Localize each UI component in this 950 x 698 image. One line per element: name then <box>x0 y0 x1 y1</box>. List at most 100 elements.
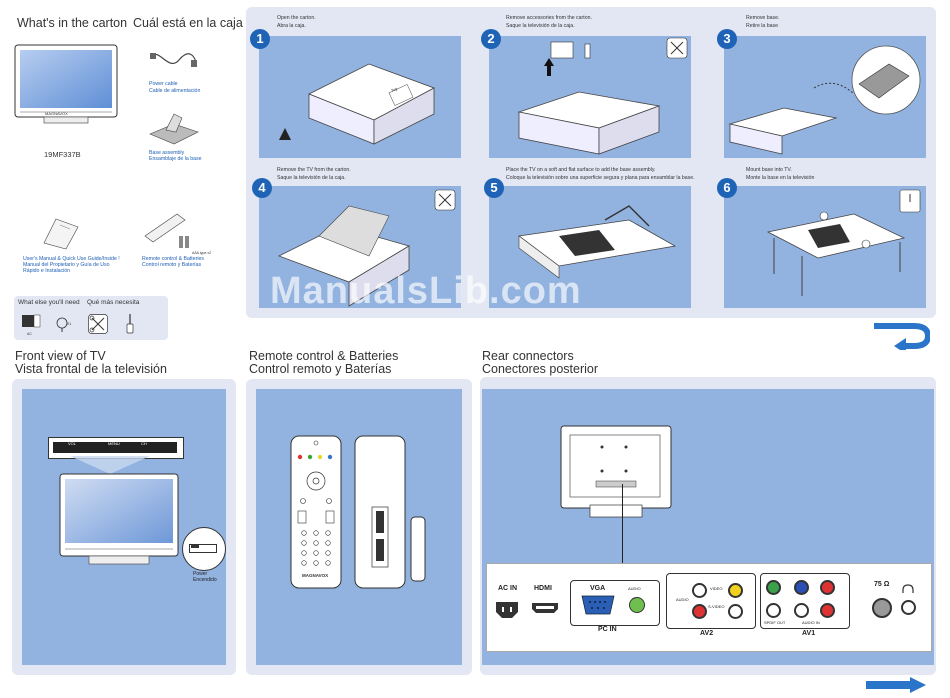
pc-audio-label: AUDIO <box>628 586 641 591</box>
front-title-es: Vista frontal de la televisión <box>15 362 167 376</box>
av2-video-label: VIDEO <box>710 586 723 591</box>
headphone-icon <box>902 584 914 594</box>
step-6-caption-es: Monte la base en la televisión <box>746 175 815 181</box>
front-ch-button[interactable]: CH <box>141 441 147 446</box>
front-title-en: Front view of TV <box>15 349 106 363</box>
step-4-caption-es: Saque la televisión de la caja. <box>277 175 346 181</box>
scissors-icon <box>88 314 108 334</box>
front-zoom-wedge <box>70 456 150 474</box>
step-1-caption-es: Abra la caja. <box>277 23 306 29</box>
power-label-es: Encendido <box>193 577 217 583</box>
remote-back-illustration <box>354 435 406 590</box>
av2-video-jack <box>728 583 743 598</box>
rear-callout-line <box>622 484 623 564</box>
need-title-es: Qué más necesita <box>87 299 140 306</box>
manual-label-en: User's Manual & Quick Use Guide/Inside ! <box>23 256 120 262</box>
step-5-image <box>489 186 691 308</box>
step-3-caption-es: Retire la base <box>746 23 779 29</box>
step-5-number: 5 <box>484 178 504 198</box>
carton-title-es: Cuál está en la caja <box>133 16 243 30</box>
av1-pb-jack <box>794 580 809 595</box>
continue-arrow-icon[interactable] <box>872 322 930 350</box>
watermark: ManualsLib.com <box>270 270 582 312</box>
next-page-arrow-icon[interactable] <box>866 677 928 693</box>
av2-audio-l-jack <box>692 583 707 598</box>
av1-y-jack <box>766 580 781 595</box>
base-assembly-icon <box>148 112 200 146</box>
hdmi-label: HDMI <box>534 585 552 592</box>
front-menu-button[interactable]: MENU <box>108 441 120 446</box>
av1-pr-jack <box>820 580 835 595</box>
need-title-en: What else you'll need <box>18 299 80 306</box>
connector-strip <box>486 563 932 652</box>
screwdriver-hand-icon <box>54 315 70 333</box>
power-button[interactable] <box>191 544 199 548</box>
remote-front-illustration <box>290 435 342 590</box>
x1-label: X1 <box>67 322 72 326</box>
remote-title-en: Remote control & Batteries <box>249 349 399 363</box>
step-6-caption-en: Mount base into TV. <box>746 167 792 173</box>
vga-port-icon <box>580 594 616 616</box>
av1-audio-l-jack <box>794 603 809 618</box>
remote-label-en: Remote control & Batteries <box>142 256 204 262</box>
pc-audio-jack <box>629 597 645 613</box>
step-2-number: 2 <box>481 29 501 49</box>
pc-in-group <box>570 580 660 626</box>
rear-title-es: Conectores posterior <box>482 362 599 376</box>
carton-title-en: What's in the carton <box>17 16 128 30</box>
spdif-jack <box>766 603 781 618</box>
step-1-caption-en: Open the carton. <box>277 15 316 21</box>
ac-label: AC <box>27 332 32 336</box>
av2-audio-r-jack <box>692 604 707 619</box>
step-4-image <box>259 186 461 308</box>
remote-brand-label: MAGNAVOX <box>302 573 329 578</box>
step-4-number: 4 <box>252 178 272 198</box>
av2-svideo-jack <box>728 604 743 619</box>
step-2-image <box>489 36 691 158</box>
ac-in-port-icon <box>494 599 520 619</box>
headphone-jack <box>901 600 916 615</box>
av1-group <box>760 573 850 629</box>
remote-label-es: Control remoto y Baterías <box>142 262 202 268</box>
front-vol-button[interactable]: VOL <box>68 441 77 446</box>
step-1-number: 1 <box>250 29 270 49</box>
step-4-caption-en: Remove the TV from the carton. <box>277 167 351 173</box>
manual-booklet-icon <box>40 215 82 251</box>
rear-title-en: Rear connectors <box>482 349 574 363</box>
manual-label-es1: Manual del Propietario y Guía de Uso <box>23 262 110 268</box>
model-number: 19MF337B <box>44 150 81 159</box>
battery-cover-illustration <box>410 516 426 582</box>
front-tv-illustration <box>59 473 179 567</box>
step-6-image <box>724 186 926 308</box>
av1-audio-in-label: AUDIO IN <box>802 620 820 625</box>
step-3-caption-en: Remove base. <box>746 15 780 21</box>
av2-audio-label: AUDIO <box>676 597 689 602</box>
power-cable-label-es: Cable de alimentación <box>149 88 201 94</box>
step-5-caption-es: Coloque la televisión sobre una superfic… <box>506 175 695 181</box>
power-cable-icon <box>149 46 199 76</box>
step-2-caption-es: Saque la televisión de la caja. <box>506 23 575 29</box>
step-3-image <box>724 36 926 158</box>
av2-svideo-label: S-VIDEO <box>708 604 725 609</box>
av1-audio-r-jack <box>820 603 835 618</box>
remote-title-es: Control remoto y Baterías <box>249 362 392 376</box>
tv-brand-label: MAGNAVOX <box>45 111 68 116</box>
spdif-label: SPDIF OUT <box>764 620 786 625</box>
manual-label-es2: Rápido e Instalación <box>23 268 71 274</box>
power-button-zoom <box>182 527 226 571</box>
step-1-image <box>259 36 461 158</box>
base-label-en: Base assembly <box>149 150 185 156</box>
base-label-es: Ensamblaje de la base <box>149 156 202 162</box>
pc-in-label: PC IN <box>598 626 617 633</box>
hdmi-port-icon <box>530 601 560 615</box>
tv-illustration <box>14 44 118 128</box>
antenna-jack <box>872 598 892 618</box>
power-cable-label-en: Power cable <box>149 81 178 87</box>
step-5-caption-en: Place the TV on a soft and flat surface … <box>506 167 656 173</box>
antenna-label: 75 Ω <box>874 581 890 588</box>
step-2-caption-en: Remove accessories from the carton. <box>506 15 592 21</box>
aaa-label: AAA type x2 <box>192 251 212 255</box>
av2-label: AV2 <box>700 630 714 637</box>
remote-batteries-icon <box>141 210 197 250</box>
av2-group <box>666 573 756 629</box>
